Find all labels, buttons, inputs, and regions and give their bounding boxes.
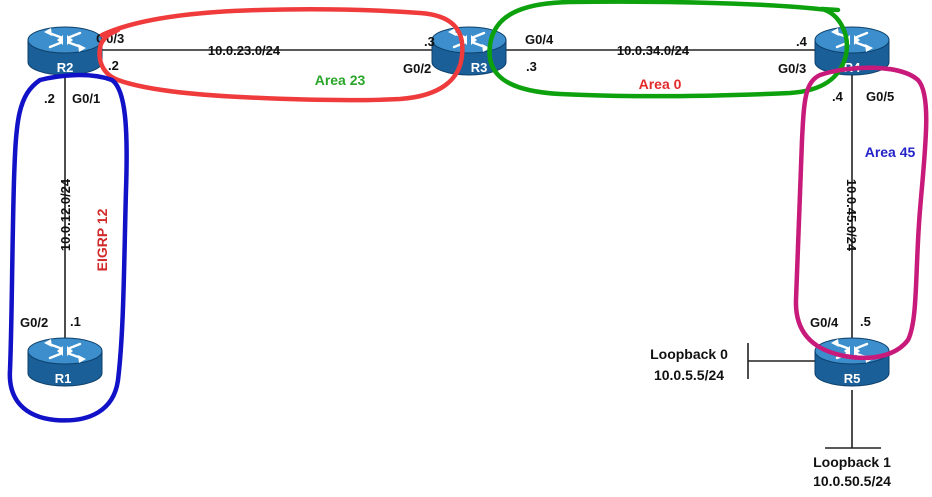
loopback-1-name: Loopback 1 [813, 454, 891, 470]
area-0-outline [487, 0, 850, 99]
r2-r3-subnet: 10.0.23.0/24 [208, 43, 281, 58]
r1-r2-r2-host: .2 [44, 91, 55, 106]
area-23-outline [97, 6, 465, 103]
r1-r2-r1-host: .1 [70, 314, 81, 329]
r1-r2-subnet: 10.0.12.0/24 [58, 178, 73, 251]
loopback-0-address: 10.0.5.5/24 [654, 367, 724, 383]
eigrp-12-outline [7, 72, 129, 423]
router-r5[interactable]: R5 [813, 336, 891, 388]
router-r3[interactable]: R3 [430, 25, 508, 77]
r1-r2-r2-interface: G0/1 [72, 91, 100, 106]
area-0-label: Area 0 [639, 76, 682, 92]
router-label: R1 [55, 371, 72, 386]
r2-r3-r3-host: .3 [424, 34, 435, 49]
loopback-1-address: 10.0.50.5/24 [813, 473, 891, 489]
loopback-0-name: Loopback 0 [650, 346, 728, 362]
r4-r5-r5-interface: G0/4 [810, 315, 839, 330]
r3-r4-r3-host: .3 [526, 59, 537, 74]
r2-r3-r2-host: .2 [108, 58, 119, 73]
router-r1[interactable]: R1 [26, 336, 104, 388]
r3-r4-r4-host: .4 [796, 34, 808, 49]
r4-r5-r5-host: .5 [860, 314, 871, 329]
area-45-label: Area 45 [865, 144, 916, 160]
links [64, 49, 881, 449]
r4-r5-r4-host: .4 [832, 89, 844, 104]
router-label: R5 [844, 371, 861, 386]
eigrp-12-label: EIGRP 12 [94, 208, 110, 271]
r3-r4-r3-interface: G0/4 [525, 32, 554, 47]
router-label: R3 [471, 60, 488, 75]
r1-r2-r1-interface: G0/2 [20, 315, 48, 330]
r3-r4-subnet: 10.0.34.0/24 [617, 43, 690, 58]
router-r2[interactable]: R2 [26, 25, 104, 77]
r4-r5-subnet: 10.0.45.0/24 [844, 179, 859, 252]
r4-r5-r4-interface: G0/5 [866, 89, 894, 104]
r2-r3-r3-interface: G0/2 [403, 61, 431, 76]
area-23-label: Area 23 [315, 72, 366, 88]
area-45-outline [793, 65, 929, 361]
r3-r4-r4-interface: G0/3 [778, 61, 806, 76]
router-label: R2 [57, 60, 74, 75]
